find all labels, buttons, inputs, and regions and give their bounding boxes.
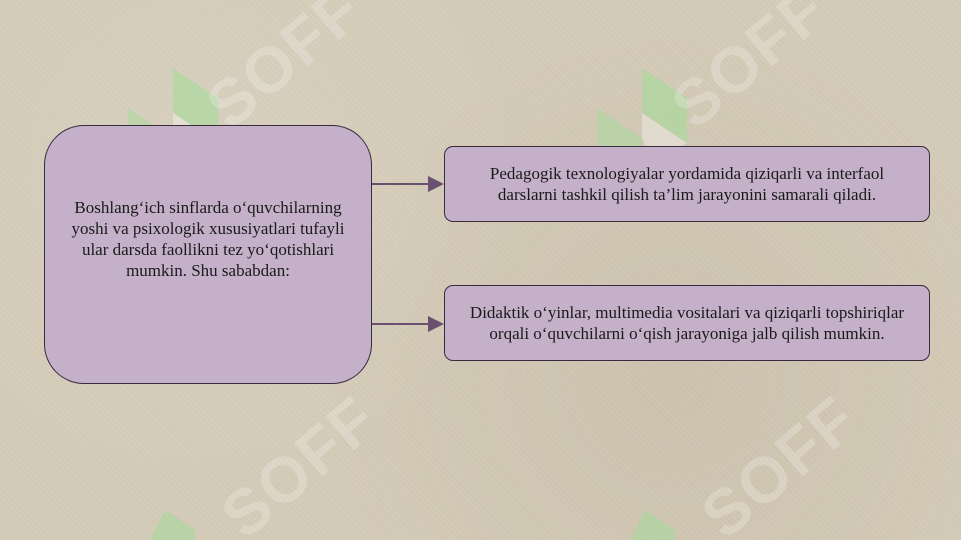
source-text: Boshlang‘ich sinflarda o‘quvchilarning y… [71, 197, 345, 280]
target-box-2: Didaktik o‘yinlar, multimedia vositalari… [444, 285, 930, 361]
target-text-1: Pedagogik texnologiyalar yordamida qiziq… [489, 164, 885, 204]
source-box: Boshlang‘ich sinflarda o‘quvchilarning y… [44, 125, 372, 384]
target-text-2: Didaktik o‘yinlar, multimedia vositalari… [469, 303, 905, 343]
target-box-1: Pedagogik texnologiyalar yordamida qiziq… [444, 146, 930, 222]
